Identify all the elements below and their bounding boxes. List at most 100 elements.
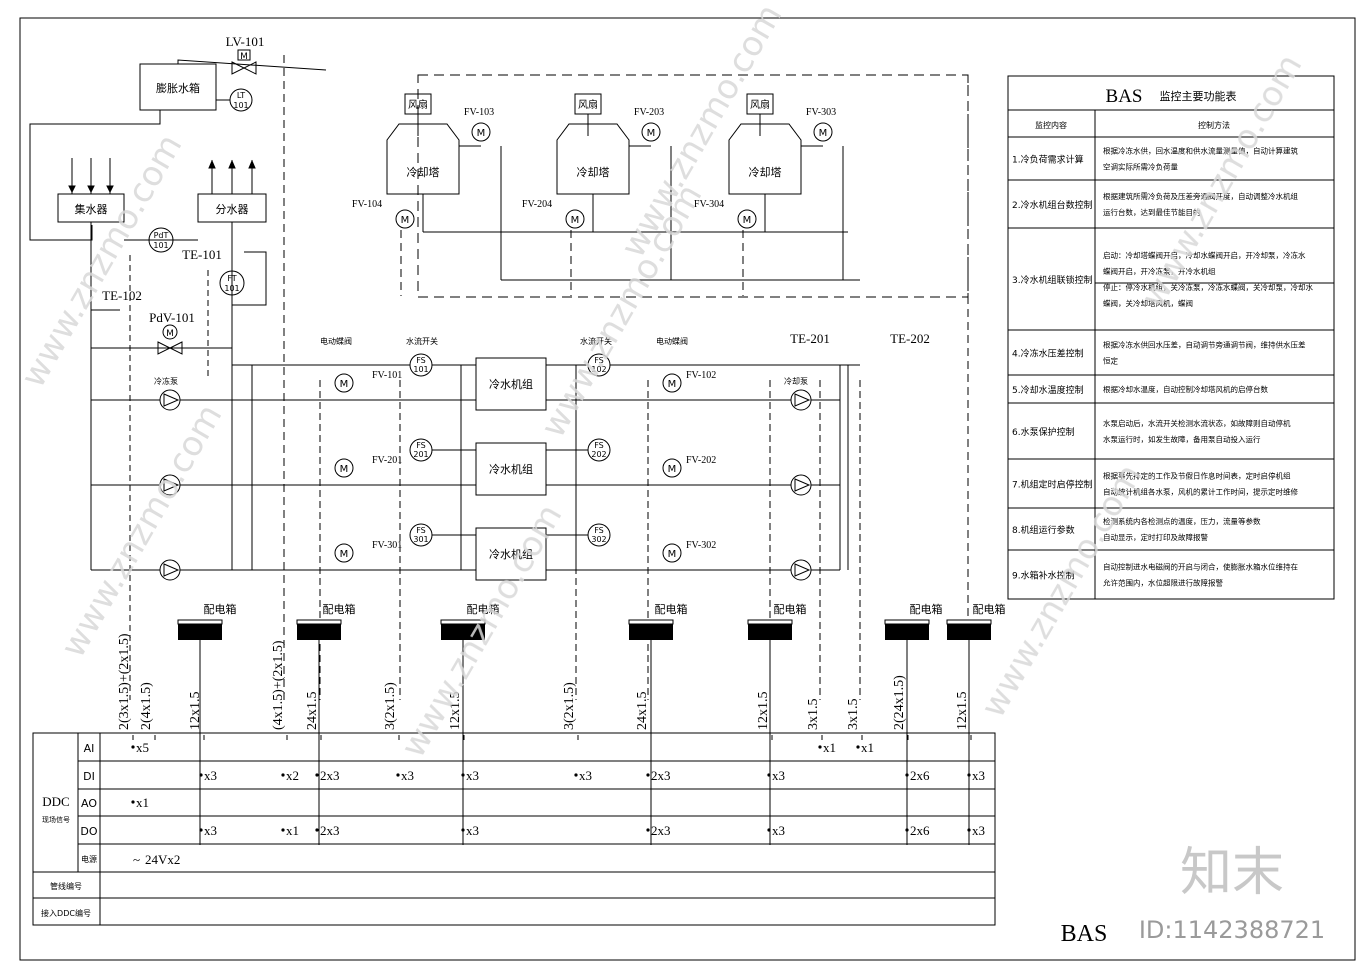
tower-fan-label: 风扇 bbox=[408, 98, 428, 111]
tower-label: 冷却塔 bbox=[577, 166, 610, 179]
chiller-box bbox=[475, 357, 547, 411]
fv-left-circle bbox=[334, 458, 354, 478]
tower-fv-top-label: FV-303 bbox=[806, 107, 836, 118]
bas-head-item: 监控内容 bbox=[1035, 120, 1067, 130]
ddc-dot bbox=[281, 828, 285, 832]
pump-right-arrow bbox=[794, 393, 811, 407]
panel-label: 配电箱 bbox=[655, 602, 688, 616]
bas-row-desc: 自动显示，定时打印及故障报警 bbox=[1103, 532, 1208, 542]
lv101-actuator bbox=[237, 49, 251, 61]
fv-right-circle bbox=[662, 373, 682, 393]
ddc-mark: x2 bbox=[286, 768, 299, 783]
bas-row-desc: 蝶阀开启，开冷冻泵，开冷水机组 bbox=[1103, 266, 1216, 276]
ddc-mark: 2x3 bbox=[651, 823, 671, 838]
pump-right-arrow bbox=[794, 478, 811, 492]
pdv101-label: PdV-101 bbox=[149, 310, 195, 325]
lv101-valve-left bbox=[231, 61, 246, 75]
tower-fv-bot-label: FV-304 bbox=[694, 199, 724, 210]
lv101-label: LV-101 bbox=[226, 34, 265, 49]
fv-left-label: FV-201 bbox=[372, 455, 402, 466]
bas-subtitle: 监控主要功能表 bbox=[1160, 89, 1237, 103]
watermark-6: www.znzmo.com bbox=[973, 458, 1150, 725]
pump-right-arrow bbox=[794, 563, 811, 577]
chiller-box bbox=[475, 527, 547, 581]
fs-right-no: 102 bbox=[591, 365, 606, 374]
line-number-label: 管线编号 bbox=[50, 881, 82, 891]
ddc-title: DDC bbox=[42, 794, 69, 809]
tower-fv-bot-circle bbox=[565, 209, 585, 229]
pump-left bbox=[159, 389, 181, 411]
ddc-dot bbox=[461, 773, 465, 777]
bas-row-desc: 启动：冷却塔蝶阀开启，冷却水蝶阀开启，开冷却泵，冷冻水 bbox=[1103, 250, 1306, 260]
ddc-mark: x3 bbox=[972, 823, 985, 838]
ddc-dot bbox=[461, 828, 465, 832]
fv-left-circle bbox=[334, 373, 354, 393]
ddc-dot bbox=[396, 773, 400, 777]
bas-row-item: 1.冷负荷需求计算 bbox=[1012, 154, 1084, 166]
panel-body bbox=[885, 622, 929, 640]
tower-fv-top-m: M bbox=[477, 128, 486, 139]
tower-fv-bot-label: FV-104 bbox=[352, 199, 382, 210]
fs-left-tag: FS bbox=[416, 356, 426, 365]
fv-right-circle bbox=[662, 543, 682, 563]
ddc-mark: x3 bbox=[466, 768, 479, 783]
fs-right-no: 202 bbox=[591, 450, 606, 459]
ddc-mark: x1 bbox=[286, 823, 299, 838]
cable-label: 12x1.5 bbox=[188, 692, 203, 731]
watermark-5: www.znzmo.com bbox=[613, 0, 790, 264]
bas-row-desc: 恒定 bbox=[1103, 356, 1119, 366]
fs-right-tag: FS bbox=[594, 441, 604, 450]
bas-row-item: 9.水箱补水控制 bbox=[1012, 570, 1075, 582]
valve-right-label: 电动蝶阀 bbox=[656, 336, 688, 346]
flow-left-label: 水流开关 bbox=[406, 336, 438, 346]
cable-label: 12x1.5 bbox=[756, 692, 771, 731]
panel-lid bbox=[628, 619, 674, 625]
fv-left-m: M bbox=[340, 549, 349, 560]
bas-row-desc: 根据冷冻水供，回水温度和供水流量测量值，自动计算建筑 bbox=[1103, 146, 1298, 156]
tower-body bbox=[386, 123, 460, 195]
ddc-dot bbox=[905, 773, 909, 777]
ddc-mark: 2x3 bbox=[320, 823, 340, 838]
bas-row-item: 3.冷水机组联锁控制 bbox=[1012, 274, 1093, 286]
tower-fv-top-label: FV-203 bbox=[634, 107, 664, 118]
fv-right-m: M bbox=[668, 549, 677, 560]
cable-label: (4x1.5)+(2x1.5) bbox=[271, 640, 286, 730]
panel-label: 配电箱 bbox=[467, 602, 500, 616]
fs-left-tag: FS bbox=[416, 526, 426, 535]
cooling-towers: 风扇冷却塔MFV-103MFV-104风扇冷却塔MFV-203MFV-204风扇… bbox=[352, 93, 860, 296]
chiller-rows: 冷水机组MFV-101MFV-102FS101FS102冷水机组MFV-201M… bbox=[91, 353, 861, 700]
bas-row-desc: 空调实际所需冷负荷量 bbox=[1103, 162, 1178, 172]
bas-row-item: 5.冷却水温度控制 bbox=[1012, 384, 1084, 396]
tower-fv-top-m: M bbox=[819, 128, 828, 139]
bas-row-desc: 停止：停冷水机组，关冷冻泵，冷冻水蝶阀，关冷却泵，冷却水 bbox=[1103, 282, 1313, 292]
pdt-label: PdT bbox=[154, 231, 169, 240]
pump-right bbox=[790, 474, 812, 496]
panel-lid bbox=[177, 619, 223, 625]
fv-left-m: M bbox=[340, 464, 349, 475]
ddc-dot bbox=[646, 828, 650, 832]
ddc-number-label: 接入DDC编号 bbox=[41, 908, 91, 918]
panel-lid bbox=[296, 619, 342, 625]
row-power: 电源 bbox=[81, 854, 97, 864]
chiller-label: 冷水机组 bbox=[489, 547, 533, 561]
bas-head-method: 控制方法 bbox=[1198, 120, 1230, 130]
cable-label: 2(3x1.5)+(2x1.5) bbox=[117, 633, 132, 730]
fv-right-circle bbox=[662, 458, 682, 478]
panel-body bbox=[947, 622, 991, 640]
ddc-power: ~ bbox=[133, 852, 140, 867]
pump-right-label: 冷却泵 bbox=[784, 376, 808, 386]
ddc-mark: 2x3 bbox=[320, 768, 340, 783]
fv-left-m: M bbox=[340, 379, 349, 390]
tower-fv-top-m: M bbox=[647, 128, 656, 139]
cable-labels: 2(3x1.5)+(2x1.5)2(4x1.5)12x1.5(4x1.5)+(2… bbox=[117, 633, 970, 730]
pump-right bbox=[790, 559, 812, 581]
te202-label: TE-202 bbox=[890, 331, 930, 346]
tower-fv-top-circle bbox=[471, 122, 491, 142]
pump-left bbox=[159, 474, 181, 496]
fs-right-tag: FS bbox=[594, 526, 604, 535]
tower-fv-bot-m: M bbox=[743, 215, 752, 226]
cable-label: 12x1.5 bbox=[448, 692, 463, 731]
expansion-system: 膨胀水箱 LV-101 M LT 101 bbox=[29, 34, 327, 700]
ddc-mark: x3 bbox=[466, 823, 479, 838]
